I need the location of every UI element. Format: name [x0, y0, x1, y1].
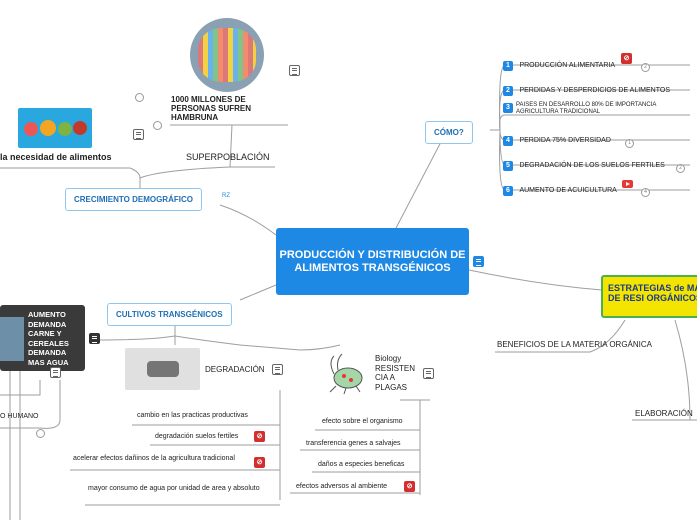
humano-label: O HUMANO	[0, 413, 39, 420]
count-circle: 2	[676, 164, 685, 173]
count-circle	[153, 121, 162, 130]
biology-item: transferencia genes a salvajes	[306, 440, 401, 447]
topic-crecimiento-label: CRECIMIENTO DEMOGRÁFICO	[74, 195, 193, 204]
crowd-image	[190, 18, 264, 92]
note-icon[interactable]	[133, 129, 144, 140]
number-badge: 2	[503, 86, 513, 96]
elaboracion-label: ELABORACIÓN	[635, 409, 693, 418]
crecimiento-tag: RZ	[222, 193, 230, 199]
note-icon[interactable]	[272, 364, 283, 375]
aumento-image	[0, 317, 24, 361]
number-badge: 5	[503, 161, 513, 171]
count-circle	[135, 93, 144, 102]
pdf-icon[interactable]: ⊘	[254, 431, 265, 442]
topic-crecimiento[interactable]: CRECIMIENTO DEMOGRÁFICO	[65, 188, 202, 211]
como-item-6[interactable]: 6 AUMENTO DE ACUICULTURA	[503, 179, 617, 197]
como-item-4[interactable]: 4 PERDIDA 75% DIVERSIDAD	[503, 129, 611, 147]
como-item-label: AUMENTO DE ACUICULTURA	[519, 187, 617, 194]
number-badge: 3	[503, 103, 513, 113]
topic-estrategias[interactable]: ESTRATEGIAS de MANEJO DE RESI ORGÁNICOS	[601, 275, 697, 318]
como-item-label: PRODUCCIÓN ALIMENTARIA	[519, 62, 616, 69]
number-badge: 4	[503, 136, 513, 146]
biology-item: daños a especies beneficas	[318, 461, 405, 468]
como-item-label: DEGRADACIÓN DE LOS SUELOS FERTILES	[519, 162, 665, 169]
biology-item: efecto sobre el organismo	[322, 418, 403, 425]
note-icon[interactable]	[89, 333, 100, 344]
como-item-5[interactable]: 5 DEGRADACIÓN DE LOS SUELOS FERTILES	[503, 154, 665, 172]
topic-cultivos[interactable]: CULTIVOS TRANSGÉNICOS	[107, 303, 232, 326]
beneficios-label: BENEFICIOS DE LA MATERIA ORGÁNICA	[497, 340, 652, 349]
degradacion-item: acelerar efectos dañinos de la agricultu…	[73, 455, 235, 462]
como-item-label: PAISES EN DESARROLLO 80% DE IMPORTANCIA …	[516, 102, 657, 115]
aumento-node[interactable]: AUMENTO DEMANDA CARNE Y CEREALES DEMANDA…	[0, 305, 85, 371]
necesidad-label: la necesidad de alimentos	[0, 152, 112, 162]
topic-cultivos-label: CULTIVOS TRANSGÉNICOS	[116, 310, 223, 319]
note-icon[interactable]	[50, 367, 61, 378]
como-item-label: PERDIDAS Y DESPERDICIOS DE ALIMENTOS	[519, 87, 670, 94]
como-item-2[interactable]: 2 PERDIDAS Y DESPERDICIOS DE ALIMENTOS	[503, 79, 670, 97]
food-image	[18, 108, 92, 148]
biology-label: Biology RESISTEN CIA A PLAGAS	[375, 354, 416, 392]
central-topic[interactable]: PRODUCCIÓN Y DISTRIBUCIÓN DE ALIMENTOS T…	[276, 228, 469, 295]
number-badge: 1	[503, 61, 513, 71]
pdf-icon[interactable]: ⊘	[404, 481, 415, 492]
number-badge: 6	[503, 186, 513, 196]
note-icon[interactable]	[423, 368, 434, 379]
topic-como[interactable]: CÓMO?	[425, 121, 473, 144]
pdf-icon[interactable]: ⊘	[621, 53, 632, 64]
central-note-icon[interactable]	[473, 256, 484, 267]
como-item-label: PERDIDA 75% DIVERSIDAD	[519, 137, 611, 144]
topic-estrategias-label: ESTRATEGIAS de MANEJO DE RESI ORGÁNICOS	[608, 283, 697, 303]
superpoblacion-label: SUPERPOBLACIÓN	[186, 152, 270, 162]
note-icon[interactable]	[289, 65, 300, 76]
degradacion-image	[125, 348, 200, 390]
count-circle	[36, 429, 45, 438]
youtube-icon[interactable]	[622, 180, 633, 188]
como-item-1[interactable]: 1 PRODUCCIÓN ALIMENTARIA	[503, 54, 615, 72]
hambruna-label: 1000 MILLONES DE PERSONAS SUFREN HAMBRUN…	[171, 95, 252, 122]
degradacion-item: cambio en las practicas productivas	[137, 412, 248, 419]
pdf-icon[interactable]: ⊘	[254, 457, 265, 468]
biology-item: efectos adversos al ambiente	[296, 483, 388, 490]
count-circle: 2	[641, 63, 650, 72]
count-circle: 1	[625, 139, 634, 148]
degradacion-item: mayor consumo de agua por unidad de area…	[88, 485, 260, 492]
topic-como-label: CÓMO?	[434, 128, 464, 137]
bug-image	[324, 352, 370, 395]
count-circle: 4	[641, 188, 650, 197]
degradacion-item: degradación suelos fertiles	[155, 433, 239, 440]
aumento-label: AUMENTO DEMANDA CARNE Y CEREALES DEMANDA…	[28, 310, 69, 367]
degradacion-label: DEGRADACIÓN	[205, 365, 265, 374]
